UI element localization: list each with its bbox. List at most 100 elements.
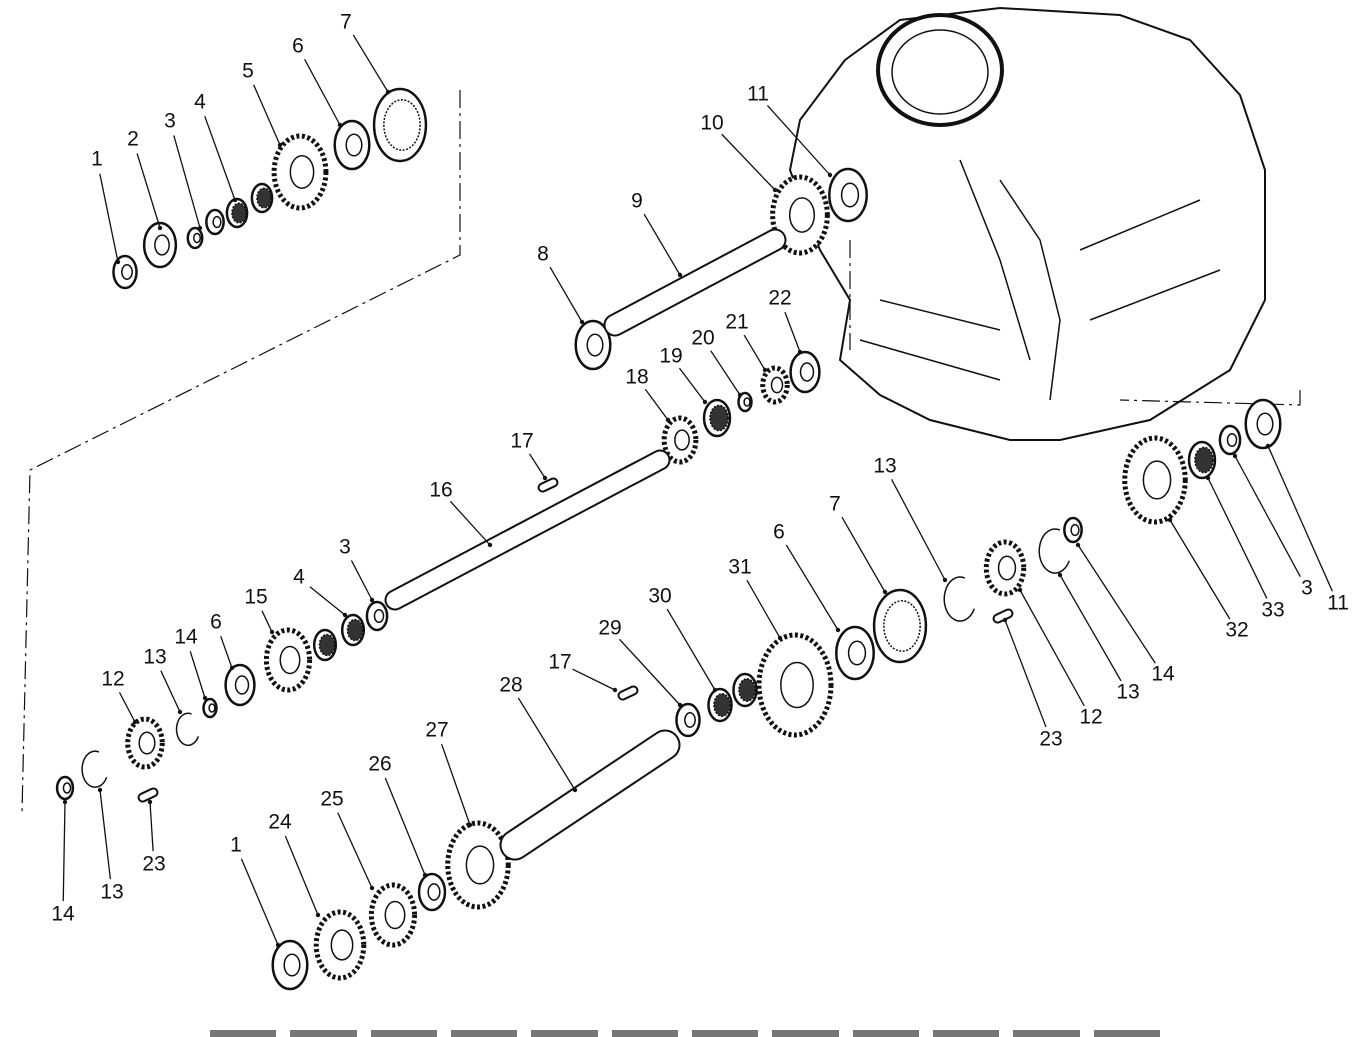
leader-dot [1075, 542, 1081, 548]
synchro-hub [372, 87, 428, 163]
leader-dot [369, 885, 375, 891]
leader-dot [1205, 475, 1211, 481]
leader-dot [467, 822, 473, 828]
leader-dot [827, 172, 833, 178]
leader-dot [835, 627, 841, 633]
leader-dot [422, 872, 428, 878]
gear-teeth [661, 415, 699, 465]
leader-line [666, 608, 716, 691]
callout-3: 3 [339, 536, 351, 559]
callout-26: 26 [368, 753, 391, 776]
callout-2: 2 [127, 128, 139, 151]
callout-3: 3 [1301, 577, 1313, 600]
leader-line [284, 835, 319, 916]
part-bore [709, 404, 729, 432]
leader-line [173, 135, 201, 229]
part-bore [770, 376, 784, 394]
callout-32: 32 [1225, 619, 1248, 642]
leader-line [549, 266, 583, 323]
leader-dot [385, 89, 391, 95]
part-bore [330, 929, 354, 961]
callout-8: 8 [537, 243, 549, 266]
leader-line [619, 638, 681, 706]
part-bore [193, 232, 201, 244]
leader-dot [1265, 443, 1271, 449]
callout-13: 13 [873, 455, 896, 478]
leader-line [1169, 519, 1231, 620]
leader-dot [702, 399, 708, 405]
leader-line [337, 812, 373, 889]
part-bore [738, 678, 756, 702]
callout-31: 31 [728, 556, 751, 579]
callout-23: 23 [142, 853, 165, 876]
leader-dot [337, 122, 343, 128]
housing-bore-inner [891, 29, 989, 115]
part-bore [840, 182, 860, 208]
callout-6: 6 [773, 521, 785, 544]
transmission-housing [788, 6, 1266, 441]
callout-14: 14 [1151, 663, 1175, 686]
part-bore [674, 429, 690, 451]
leader-dot [132, 719, 138, 725]
leader-dot [197, 225, 203, 231]
leader-line [678, 367, 706, 403]
leader-line [118, 692, 136, 723]
callout-15: 15 [244, 586, 267, 609]
callout-6: 6 [292, 35, 304, 58]
leader-dot [612, 687, 618, 693]
part-bore [279, 645, 301, 675]
leader-dot [277, 142, 283, 148]
leader-dot [369, 597, 375, 603]
leader-line [743, 334, 766, 371]
bearing [789, 350, 821, 394]
part-bore [1226, 432, 1238, 448]
guide-line [21, 90, 461, 813]
leader-dot [542, 475, 548, 481]
key [137, 787, 159, 803]
leader-line [384, 777, 426, 876]
circlip [1063, 516, 1083, 544]
leader-dot [157, 225, 163, 231]
leader-line [890, 479, 946, 581]
leader-line [710, 350, 741, 396]
bearing [271, 939, 309, 991]
leader-line [528, 453, 546, 479]
part-bore [289, 155, 315, 189]
part-bore [62, 782, 72, 794]
housing-outline [788, 6, 1266, 441]
callout-5: 5 [242, 60, 254, 83]
leader-dot [665, 417, 671, 423]
part-bore [684, 712, 696, 728]
part-bore [427, 883, 441, 901]
leader-dot [762, 367, 768, 373]
callout-14: 14 [51, 903, 75, 926]
key [992, 608, 1014, 624]
part-bore [346, 618, 364, 642]
bearing [1244, 398, 1282, 450]
callout-labels: 1234567111098222120191817163415614131214… [51, 11, 1349, 926]
callout-3: 3 [164, 110, 176, 133]
gear-teeth [1122, 435, 1188, 525]
callout-18: 18 [625, 366, 648, 389]
callout-24: 24 [268, 811, 292, 834]
leader-line [449, 500, 491, 546]
callout-4: 4 [194, 91, 206, 114]
leader-line [1059, 574, 1122, 682]
washer [675, 702, 701, 738]
leader-line [441, 743, 471, 826]
part-bore [234, 675, 250, 695]
part-bore [586, 333, 604, 357]
leader-line [253, 84, 281, 146]
leader-line [766, 104, 831, 176]
part-bore [847, 640, 867, 666]
callout-9: 9 [631, 190, 643, 213]
leader-line [1234, 455, 1301, 577]
gear-teeth [983, 539, 1027, 597]
leader-dot [1232, 453, 1238, 459]
leader-dot [579, 319, 585, 325]
housing-bore [876, 13, 1004, 127]
leader-line [350, 560, 373, 601]
parts-layer [55, 87, 1282, 991]
leader-dot [202, 695, 208, 701]
